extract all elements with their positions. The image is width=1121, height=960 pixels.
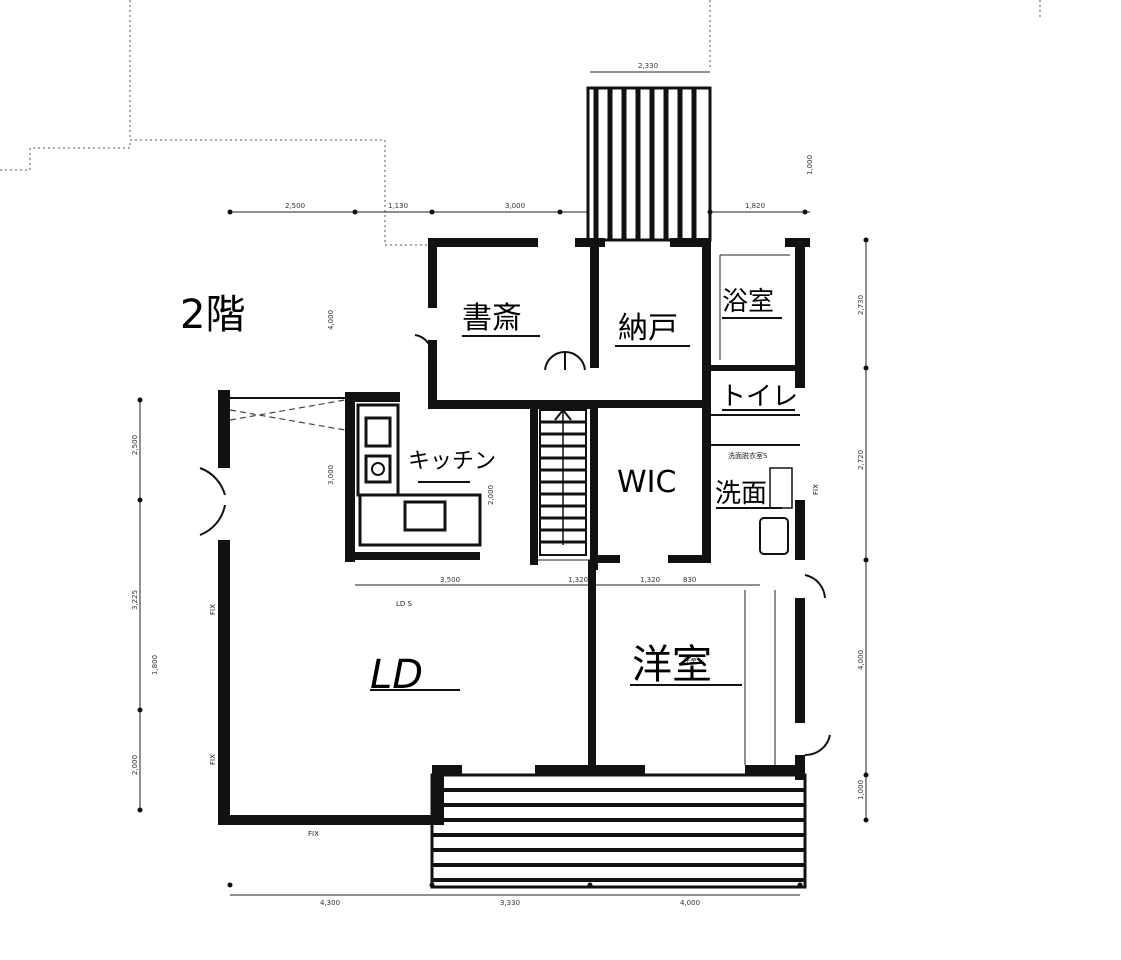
room-storage: 納戸 (618, 311, 678, 346)
dim-left-1: 2,500 (131, 435, 139, 455)
dim-bottom-2: 3,330 (500, 899, 520, 907)
kitchen-counter (356, 403, 482, 547)
bottom-deck (430, 773, 807, 889)
dim-right-4: 1,000 (857, 780, 865, 800)
doors (199, 334, 831, 757)
dim-top-2: 1,130 (388, 202, 408, 210)
site-boundary (0, 139, 430, 246)
dim-top-1: 2,500 (285, 202, 305, 210)
dim-mid-3: 1,320 (640, 576, 660, 584)
dim-top-3: 3,000 (505, 202, 525, 210)
walls (218, 238, 810, 825)
dim-inner-3: 2,000 (487, 485, 495, 505)
bath-tub (759, 467, 793, 555)
dim-mid-1: 3,500 (440, 576, 460, 584)
staircase (539, 408, 587, 556)
fix-label-4: FIX (812, 484, 820, 495)
room-wic: WIC (617, 465, 676, 500)
floor-label: 2階 (180, 292, 245, 338)
room-western: 洋室 (632, 642, 712, 688)
room-kitchen: キッチン (408, 449, 496, 474)
window-dashed-2 (229, 399, 346, 421)
room-toilet: トイレ (720, 382, 798, 412)
ld-small-label: LD S (396, 600, 413, 608)
fix-label-3: FIX (308, 830, 319, 838)
dim-inner-1: 4,000 (327, 310, 335, 330)
dim-top-4: 1,820 (745, 202, 765, 210)
room-bath: 浴室 (722, 287, 774, 317)
room-washroom: 洗面 (715, 479, 767, 509)
window-dashed (229, 409, 346, 431)
grid-dots (137, 209, 869, 888)
dim-top-balcony: 2,330 (638, 62, 658, 70)
dim-right-2: 2,720 (857, 450, 865, 470)
dim-right-1: 2,730 (857, 295, 865, 315)
dim-mid-2: 1,320 (568, 576, 588, 584)
wash-small-label: 洗面脱衣室S (728, 451, 768, 460)
dim-bottom-1: 4,300 (320, 899, 340, 907)
room-ld: LD (370, 652, 423, 698)
western-small-label: 洋室 (683, 655, 697, 664)
dim-right-top: 1,000 (806, 155, 814, 175)
top-balcony (586, 86, 712, 242)
dim-mid-4: 830 (683, 576, 696, 584)
dim-left-4: 2,000 (131, 755, 139, 775)
fix-label-2: FIX (209, 754, 217, 765)
dim-bottom-3: 4,000 (680, 899, 700, 907)
dim-right-3: 4,000 (857, 650, 865, 670)
fix-label-1: FIX (209, 604, 217, 615)
dim-inner-2: 3,000 (327, 465, 335, 485)
room-study: 書斎 (462, 301, 522, 336)
dim-left-2: 3,225 (131, 590, 139, 610)
dim-left-3: 1,800 (151, 655, 159, 675)
